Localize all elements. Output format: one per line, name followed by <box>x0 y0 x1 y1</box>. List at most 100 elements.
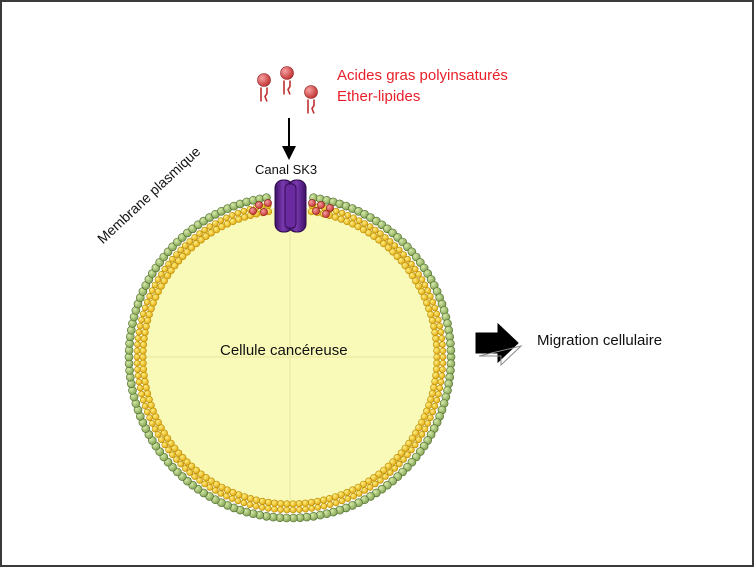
lipid-head <box>164 434 172 442</box>
lipid-head <box>140 335 148 343</box>
lipid-head <box>141 402 149 410</box>
lipid-head <box>405 439 413 448</box>
lipid-head <box>264 498 273 507</box>
lipid-head <box>234 497 242 505</box>
lipid-head <box>393 252 401 260</box>
lipid-head <box>366 484 374 491</box>
lipid-head <box>186 238 194 245</box>
lipid-head <box>389 458 397 466</box>
lipid-head <box>424 420 432 427</box>
lipid-head <box>240 207 248 215</box>
lipid-molecule-tail <box>260 87 268 102</box>
lipid-head <box>196 477 203 484</box>
lipid-head <box>436 322 444 330</box>
lipid-head <box>415 436 423 444</box>
lipid-head <box>271 499 279 507</box>
lipid-head <box>154 276 162 283</box>
lipid-head <box>320 502 328 510</box>
lipid-head <box>375 470 383 478</box>
lipid-head <box>361 487 369 494</box>
lipid-head <box>326 501 334 509</box>
lipid-head <box>146 414 153 422</box>
lipid-head <box>393 454 401 462</box>
membrane-inner-heads <box>133 202 447 514</box>
lipid-head <box>161 441 169 449</box>
migration-arrow-icon <box>475 322 523 367</box>
lipid-head <box>344 212 352 219</box>
lipid-head <box>405 267 413 275</box>
lipid-head <box>331 493 340 501</box>
lipid-head <box>144 390 152 398</box>
lipid-head <box>197 470 205 478</box>
lipid-head <box>435 390 442 398</box>
lipid-head <box>258 504 266 511</box>
lipid-head <box>435 316 442 324</box>
lipid-head <box>431 402 439 410</box>
lipid-head <box>301 499 310 507</box>
lipid-head <box>391 465 399 472</box>
lipid-head <box>186 469 194 476</box>
lipid-head <box>133 359 141 367</box>
lipid-head <box>191 473 198 480</box>
lipid-head <box>382 473 389 480</box>
lipid-head <box>325 495 334 503</box>
lipid-head <box>136 322 144 330</box>
lipid-head <box>136 384 144 392</box>
lipid-head <box>169 255 176 263</box>
lipid-head <box>246 501 254 509</box>
lipid-head <box>202 474 210 482</box>
lipid-head <box>202 232 210 240</box>
lipid-head <box>432 365 441 373</box>
channel-label: Canal SK3 <box>255 162 318 177</box>
lipid-head <box>408 260 415 268</box>
lipid-head <box>371 480 379 488</box>
lipid-head <box>217 490 225 497</box>
lipid-head <box>179 252 187 260</box>
lipid-head <box>432 371 440 380</box>
lipid-head <box>389 248 397 256</box>
lipid-head <box>439 347 447 355</box>
lipid-head <box>139 353 147 361</box>
lipid-head <box>428 390 437 398</box>
lipid-head <box>192 466 200 474</box>
free-lipid-molecules <box>257 66 318 114</box>
lipid-head <box>167 439 175 448</box>
lipid-head <box>433 396 441 404</box>
lipid-head <box>173 251 180 258</box>
lipid-head <box>277 500 285 508</box>
lipid-head <box>302 505 309 513</box>
lipid-head <box>135 378 143 386</box>
lipid-head <box>386 469 394 476</box>
lipid-head <box>366 223 374 230</box>
lipid-head <box>223 214 230 222</box>
lipid-head <box>177 460 184 468</box>
lipid-head <box>350 214 357 222</box>
lipid-head <box>134 341 141 348</box>
lipid-head <box>370 474 378 482</box>
lipid-head <box>188 462 196 470</box>
lipid-head <box>139 359 147 367</box>
migration-label: Migration cellulaire <box>537 332 663 349</box>
lipid-head <box>427 310 435 319</box>
lipid-head <box>140 371 148 380</box>
lipid-head <box>408 434 417 442</box>
lipid-head <box>139 365 148 373</box>
lipid-head <box>161 265 169 273</box>
lipid-head <box>397 257 405 265</box>
lipid-head <box>386 238 394 245</box>
lipid-head <box>240 499 248 507</box>
lipid-head <box>179 454 187 462</box>
lipid-head <box>158 270 165 278</box>
lipid-head <box>206 484 214 491</box>
lipid-head <box>371 226 379 234</box>
lipid-head <box>432 341 441 349</box>
lipid-head <box>295 500 303 508</box>
lipid-head <box>430 384 438 392</box>
inserted-lipid <box>264 199 272 207</box>
lipid-head <box>142 322 150 331</box>
lipid-head <box>395 246 403 254</box>
lipid-head <box>377 477 384 484</box>
inserted-lipid <box>317 201 325 209</box>
inserted-lipid <box>312 207 320 215</box>
